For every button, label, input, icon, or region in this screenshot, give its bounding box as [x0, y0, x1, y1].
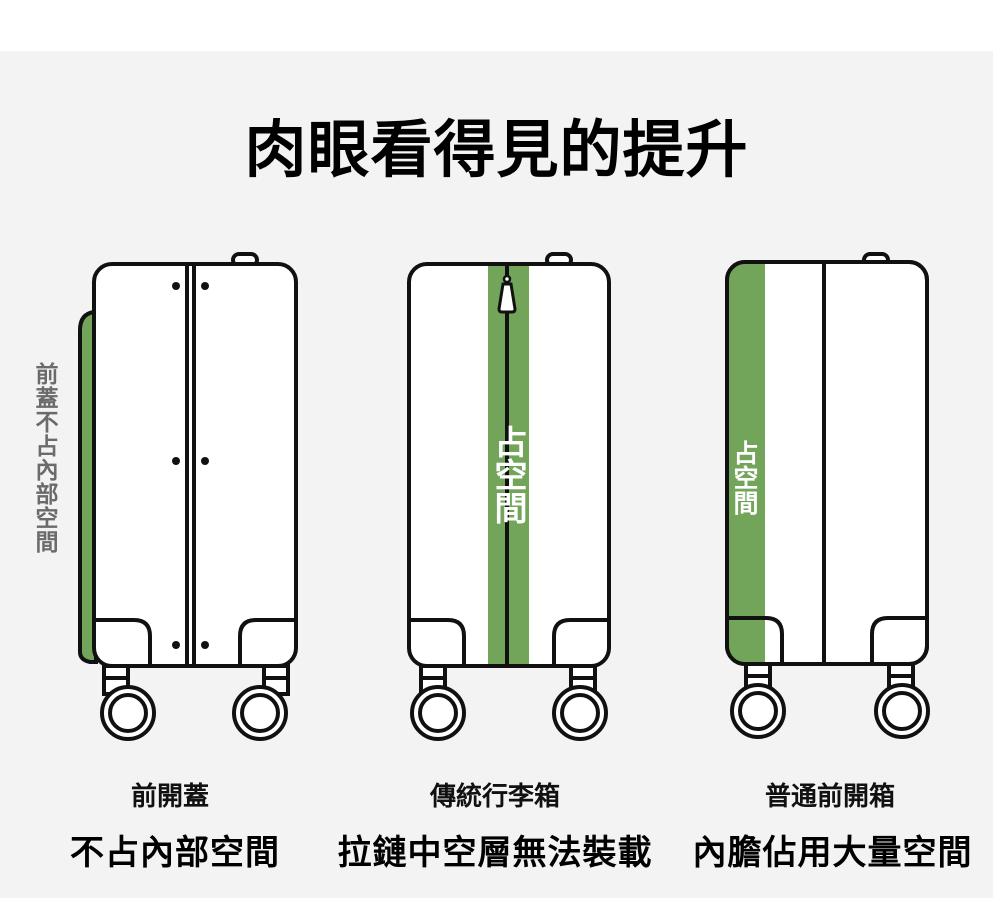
wheel-icon [232, 685, 288, 741]
inner-liner-green [729, 264, 765, 662]
caption-sub-traditional: 傳統行李箱 [429, 782, 560, 812]
suitcase-front-lid [78, 252, 298, 741]
caption-main-front-lid: 不占內部空間 [70, 833, 280, 873]
wheel-icon [100, 685, 156, 741]
suitcase-ordinary-front-open [725, 252, 930, 739]
caption-sub-front-lid: 前開蓋 [130, 782, 209, 812]
wheel-icon [730, 683, 786, 739]
wheel-icon [552, 685, 608, 741]
space-label-traditional: 占空間 [489, 425, 528, 524]
wheel-icon [874, 683, 930, 739]
side-label: 前蓋不占內部空間 [31, 362, 57, 554]
page-title: 肉眼看得見的提升 [244, 113, 749, 186]
wheel-icon [410, 685, 466, 741]
caption-main-ordinary: 內膽佔用大量空間 [692, 833, 973, 873]
caption-main-traditional: 拉鏈中空層無法裝載 [337, 833, 653, 873]
zipper-pull-icon [497, 274, 517, 314]
space-label-ordinary: 占空間 [730, 440, 759, 515]
lock-dots [172, 282, 209, 649]
caption-sub-ordinary: 普通前開箱 [764, 782, 895, 812]
suitcase-traditional [407, 252, 611, 741]
